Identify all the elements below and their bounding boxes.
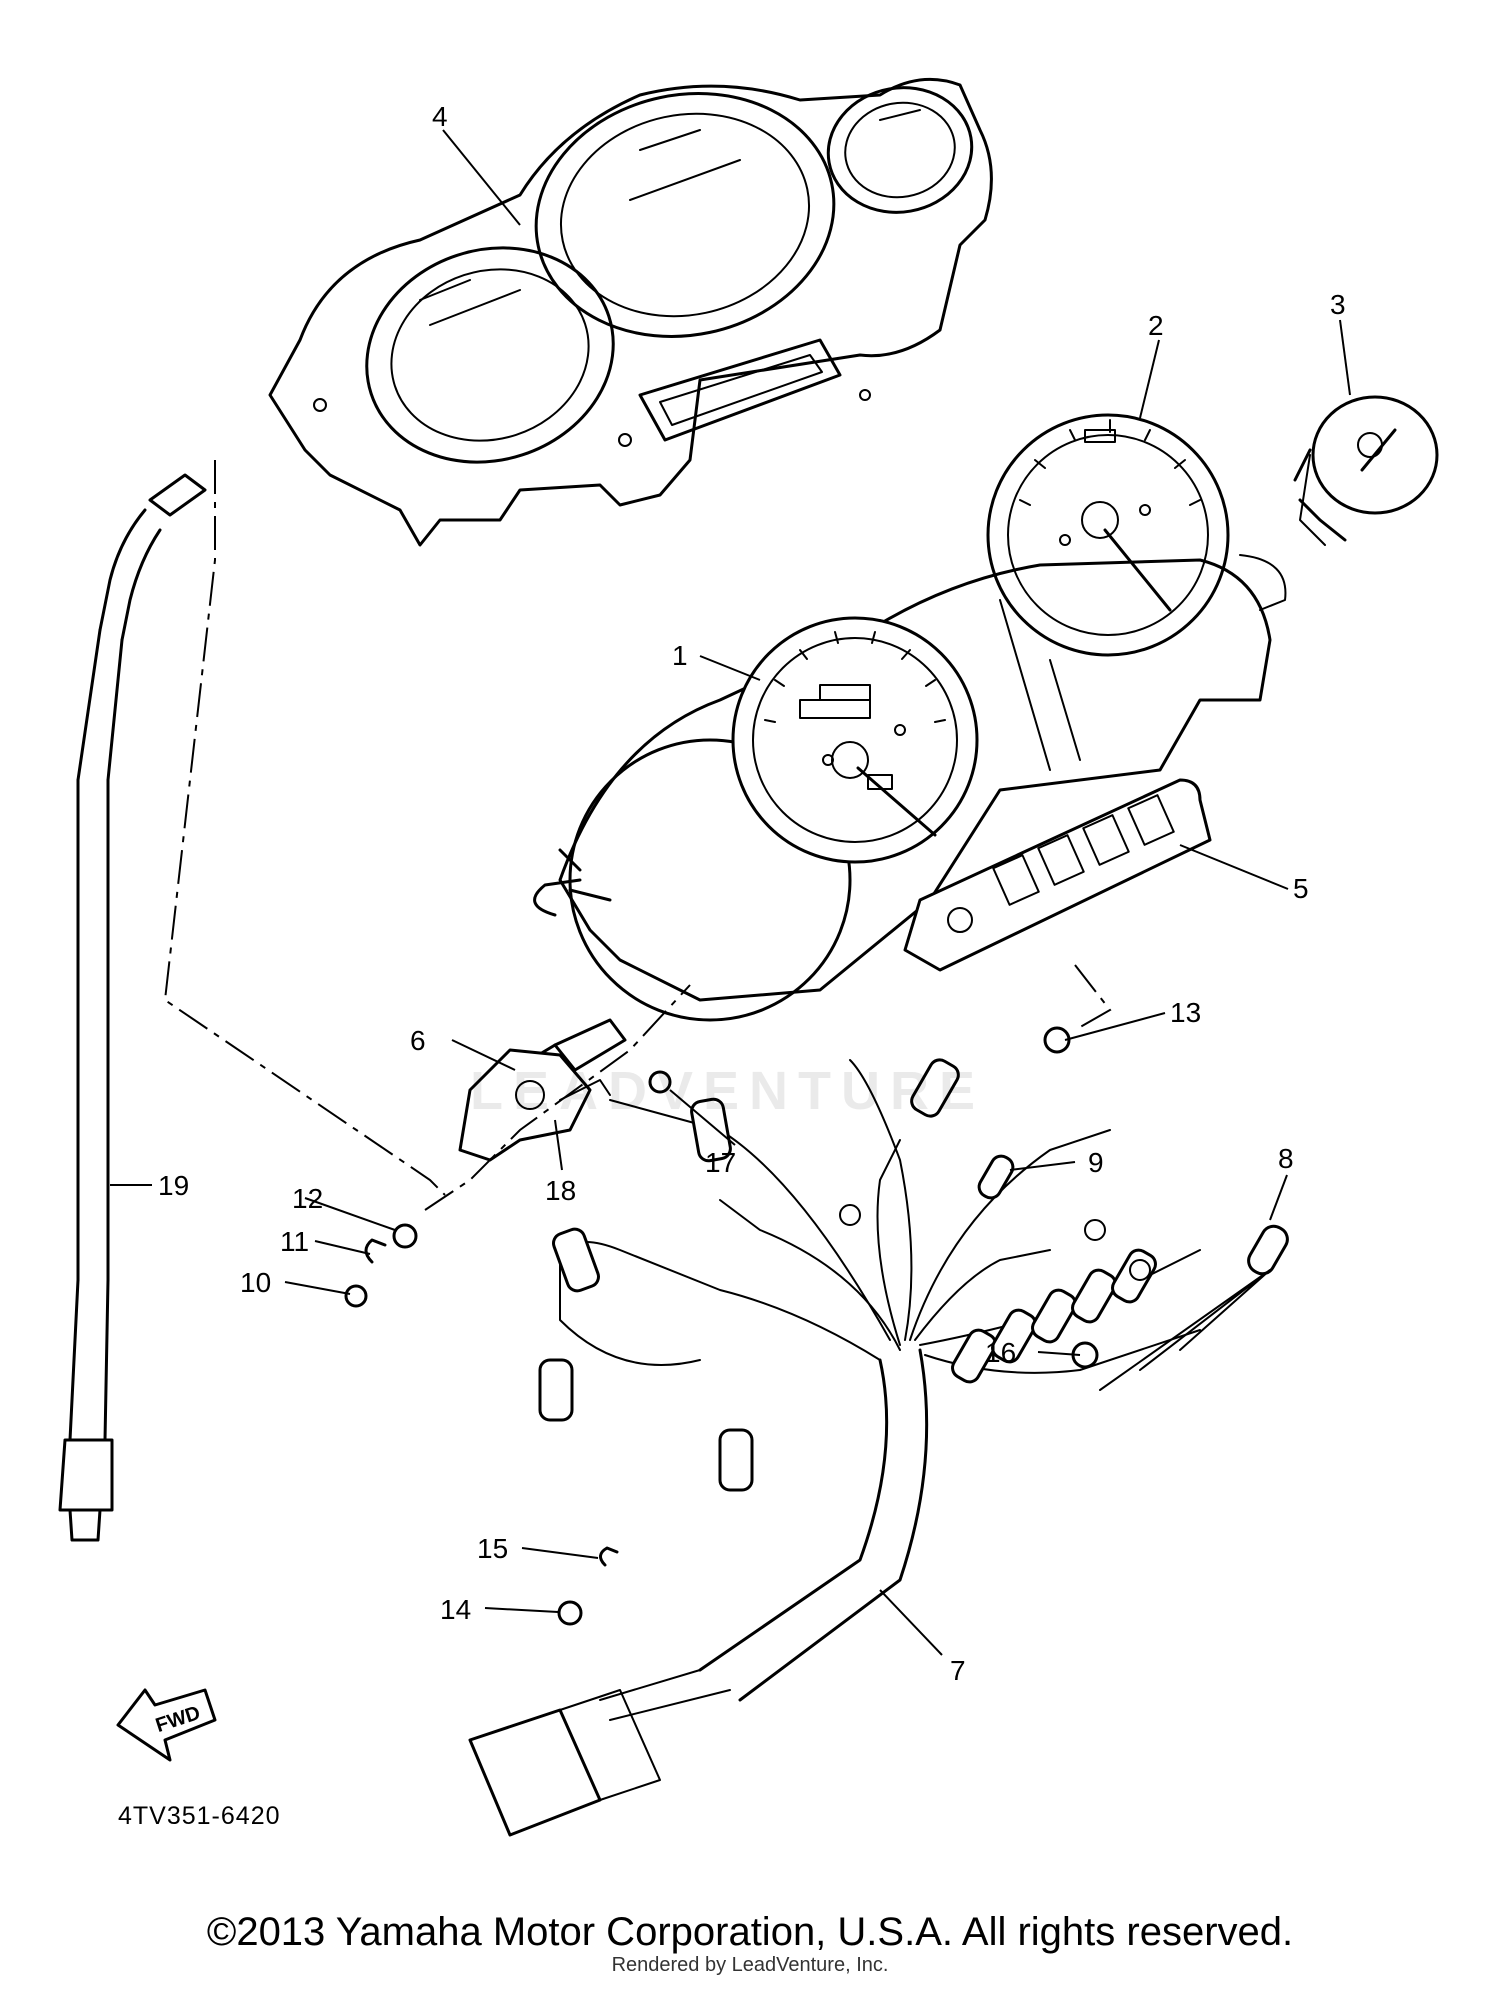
callout-5: 5 [1293, 873, 1309, 904]
callout-2: 2 [1148, 310, 1164, 341]
callout-12: 12 [292, 1183, 323, 1214]
meter-cover-drawing [268, 77, 993, 547]
callout-16: 16 [985, 1337, 1016, 1368]
callout-8: 8 [1278, 1143, 1294, 1174]
callout-19: 19 [158, 1170, 189, 1201]
callout-7: 7 [950, 1655, 966, 1686]
speedometer-cable-drawing [58, 473, 207, 1542]
callout-11: 11 [280, 1226, 309, 1257]
rendered-by-credit: Rendered by LeadVenture, Inc. [611, 1954, 889, 1976]
callout-18: 18 [545, 1175, 576, 1206]
diagram-reference-code: 4TV351-6420 [118, 1802, 281, 1830]
watermark: LEADVENTURE [470, 1061, 986, 1121]
callout-4: 4 [432, 101, 448, 132]
callout-9: 9 [1088, 1147, 1104, 1178]
callout-numbers: 4 2 3 1 5 6 13 17 18 9 8 16 12 11 10 19 … [158, 101, 1346, 1686]
callout-3: 3 [1330, 289, 1346, 320]
tachometer-drawing [986, 413, 1230, 657]
fwd-arrow: FWD [116, 1688, 217, 1762]
bulb-drawing [977, 1154, 1289, 1391]
callout-1: 1 [672, 640, 688, 671]
speedometer-drawing [731, 616, 979, 864]
callout-14: 14 [440, 1594, 471, 1625]
callout-13: 13 [1170, 997, 1201, 1028]
callout-17: 17 [705, 1147, 736, 1178]
copyright-notice: ©2013 Yamaha Motor Corporation, U.S.A. A… [206, 1910, 1294, 1954]
fasteners-drawing [344, 1026, 1099, 1626]
wire-harness-drawing [468, 1058, 1201, 1837]
callout-6: 6 [410, 1025, 426, 1056]
indicator-panel-drawing [903, 778, 1212, 972]
leader-lines [110, 129, 1351, 1656]
fuel-gauge-drawing [1293, 395, 1439, 546]
callout-10: 10 [240, 1267, 271, 1298]
callout-15: 15 [477, 1533, 508, 1564]
